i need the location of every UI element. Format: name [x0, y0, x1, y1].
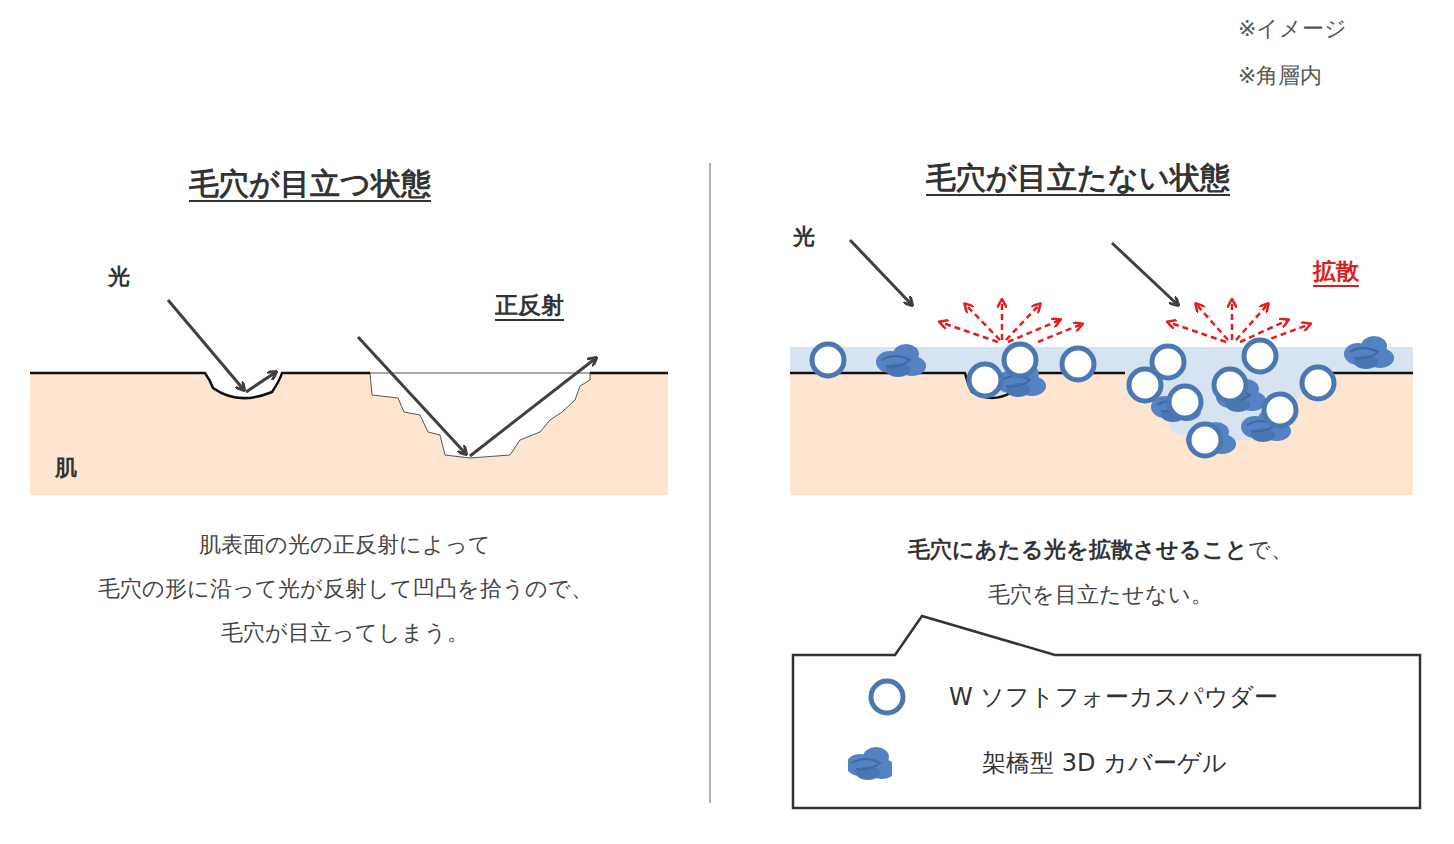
label-text: 毛穴にあたる光を拡散させること	[908, 537, 1248, 563]
left-skin	[30, 300, 668, 495]
label-text: 肌表面の光の正反射によって	[199, 532, 491, 558]
powder-symbol	[865, 677, 909, 717]
label-text: ※イメージ	[1238, 16, 1347, 42]
label-text: 毛穴を目立たせない。	[988, 582, 1213, 608]
label-text: ※角層内	[1238, 63, 1322, 89]
label-text: 毛穴が目立ってしまう。	[221, 620, 469, 646]
label-text: 肌	[55, 455, 77, 481]
legend-entry: W ソフトフォーカスパウダー	[865, 677, 1278, 717]
caption-line: 毛穴にあたる光を拡散させることで、	[908, 537, 1293, 563]
label-text: 光	[108, 264, 130, 290]
label-text: 正反射	[495, 292, 564, 320]
label-text: 毛穴が目立つ状態	[189, 166, 431, 202]
legend: W ソフトフォーカスパウダー架橋型 3D カバーゲル	[793, 655, 1420, 808]
label-text: で、	[1248, 537, 1293, 563]
label-text: 光	[793, 224, 815, 250]
divider	[709, 163, 711, 803]
legend-entry: 架橋型 3D カバーゲル	[848, 743, 1227, 783]
legend-box	[793, 616, 1420, 808]
right-skin	[790, 240, 1413, 495]
label-text: 毛穴の形に沿って光が反射して凹凸を拾うので、	[98, 576, 593, 602]
legend-text: 架橋型 3D カバーゲル	[982, 747, 1227, 779]
gel-symbol	[848, 743, 892, 783]
label-text: 毛穴が目立たない状態	[926, 160, 1230, 196]
label-text: 拡散	[1313, 258, 1359, 286]
legend-text: W ソフトフォーカスパウダー	[949, 681, 1278, 713]
